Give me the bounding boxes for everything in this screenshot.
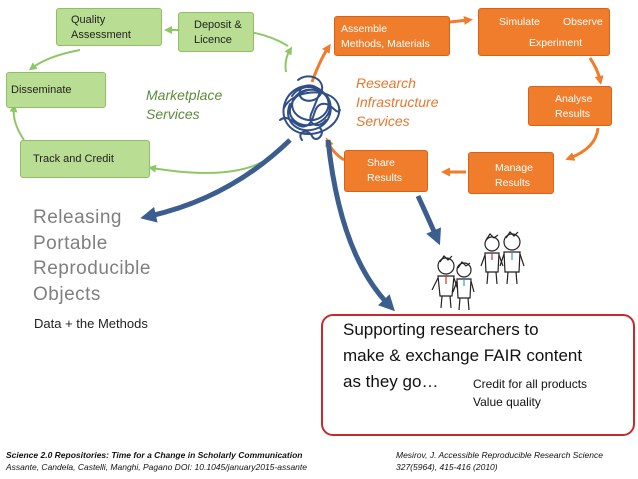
citation-left: Science 2.0 Repositories: Time for a Cha… xyxy=(6,449,307,473)
scribble-icon xyxy=(279,75,341,141)
researchers-icon xyxy=(431,231,525,311)
research-infrastructure-label: Research Infrastructure Services xyxy=(356,74,438,131)
marketplace-line1: Marketplace xyxy=(146,87,223,103)
disseminate-box: Disseminate xyxy=(6,72,106,108)
releasing-line2: Portable xyxy=(33,232,108,254)
green-arrow-track-to-disseminate xyxy=(9,104,25,141)
simulate-observe-box: Simulate Observe Experiment xyxy=(478,8,610,56)
manage-line1: Manage xyxy=(495,162,533,174)
callout-line2: make & exchange FAIR content xyxy=(343,346,583,365)
marketplace-services-label: Marketplace Services xyxy=(146,86,222,124)
green-arrow-scribble-to-track xyxy=(148,147,281,174)
assemble-box: Assemble Methods, Materials xyxy=(334,16,450,56)
releasing-line4: Objects xyxy=(33,283,101,305)
quality-assessment-box: Quality Assessment xyxy=(56,8,162,46)
credit-products-label: Credit for all products xyxy=(473,377,588,391)
analyse-line2: Results xyxy=(555,108,591,120)
marketplace-line2: Services xyxy=(146,106,200,122)
simulate-label: Simulate xyxy=(499,16,540,28)
citation-left-title: Science 2.0 Repositories: Time for a Cha… xyxy=(6,450,303,460)
data-methods-label: Data + the Methods xyxy=(34,316,148,331)
citation-right-line2: 327(5964), 415-416 (2010) xyxy=(396,462,498,472)
share-box: Share Results xyxy=(344,150,428,192)
track-credit-label: Track and Credit xyxy=(33,153,114,165)
callout-line3: as they go… xyxy=(343,372,439,391)
green-arrow-quality-to-disseminate xyxy=(28,49,81,71)
blue-arrow-to-callout xyxy=(325,139,395,312)
share-line1: Share xyxy=(367,157,396,169)
releasing-line1: Releasing xyxy=(33,207,122,228)
deposit-label-line1: Deposit & xyxy=(194,19,242,31)
orange-arrow-analyse-to-manage xyxy=(565,127,600,161)
fair-callout-box: Supporting researchers to make & exchang… xyxy=(321,314,635,436)
analyse-line1: Analyse xyxy=(555,93,593,105)
orange-arrow-assemble-to-simulate xyxy=(449,15,473,25)
blue-arrow-to-people xyxy=(415,194,441,246)
analyse-box: Analyse Results xyxy=(528,86,612,126)
deposit-label-line2: Licence xyxy=(194,34,232,46)
citation-right-line1: Mesirov, J. Accessible Reproducible Rese… xyxy=(396,450,603,460)
callout-line1: Supporting researchers to xyxy=(343,320,539,339)
assemble-line1: Assemble xyxy=(341,23,388,35)
quality-label-line1: Quality xyxy=(71,14,106,26)
value-quality-label: Value quality xyxy=(473,395,541,409)
share-line2: Results xyxy=(367,172,403,184)
observe-label: Observe xyxy=(563,16,603,28)
citation-left-authors: Assante, Candela, Castelli, Manghi, Paga… xyxy=(6,462,307,472)
deposit-licence-box: Deposit & Licence xyxy=(178,12,254,52)
releasing-objects-text: Releasing Portable Reproducible Objects xyxy=(33,205,151,307)
orange-arrow-simulate-to-analyse xyxy=(588,57,604,85)
orange-arrow-scribble-to-assemble xyxy=(310,43,331,83)
assemble-line2: Methods, Materials xyxy=(341,38,430,50)
research-line2: Infrastructure xyxy=(356,94,439,110)
manage-line2: Results xyxy=(495,177,531,189)
citation-right: Mesirov, J. Accessible Reproducible Rese… xyxy=(396,449,603,473)
disseminate-label: Disseminate xyxy=(11,84,72,96)
quality-label-line2: Assessment xyxy=(71,29,131,41)
green-arrow-scribble-to-deposit xyxy=(284,46,293,73)
track-credit-box: Track and Credit xyxy=(20,140,150,178)
research-line1: Research xyxy=(356,75,416,91)
blue-arrow-to-releasing xyxy=(140,138,292,223)
manage-box: Manage Results xyxy=(468,152,554,194)
research-line3: Services xyxy=(356,113,410,129)
releasing-line3: Reproducible xyxy=(33,258,151,279)
experiment-label: Experiment xyxy=(529,37,583,49)
